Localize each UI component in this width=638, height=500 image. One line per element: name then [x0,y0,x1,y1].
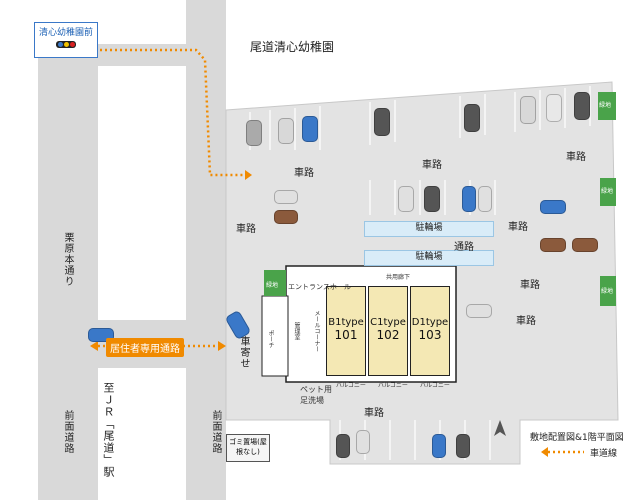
car-white [398,186,414,212]
car-dark [424,186,440,212]
car-white [466,304,492,318]
manager-room-label: 管理室 [293,322,300,340]
car-blue [302,116,318,142]
car-road-label: 車路 [236,224,256,235]
drop-off-label: 車寄せ [238,336,249,369]
porch-label: ポーチ [267,330,274,348]
unit-type: D1type [411,317,449,328]
top-left-label: 清心幼稚園前 [34,22,98,58]
car-road-label: 車路 [422,160,442,171]
common-hall-label: 共用廊下 [386,274,411,281]
balcony-label: バルコニー [336,382,366,389]
front-road-left-label: 前面道路 [62,410,73,454]
car-brown [274,210,298,224]
unit-type: C1type [370,317,406,328]
car-dark [456,434,470,458]
mail-corner-label: メールコーナー [313,310,320,352]
unit-type: B1type [328,317,364,328]
unit-103: D1type 103 [410,286,450,376]
main-road [38,44,98,500]
kindergarten-label: 尾道清心幼稚園 [250,40,335,54]
bike-parking-2: 駐輪場 [364,250,494,266]
station-label: 至ＪＲ「尾道」駅 [102,382,115,478]
unit-number: 102 [376,328,400,342]
greenery-label: 緑地 [601,188,614,195]
car-dark [464,104,480,132]
legend-title: 敷地配置図&1階平面図 [530,433,624,443]
balcony-label: バルコニー [378,382,408,389]
car-road-label: 車路 [566,152,586,163]
car-dark [246,120,262,146]
front-road-right [186,0,226,500]
resident-path-label: 居住者専用通路 [106,338,184,357]
car-white [274,190,298,204]
passage-label: 通路 [454,242,474,253]
traffic-light-icon [56,41,76,48]
greenery-right-1 [600,178,616,206]
car-dark [278,118,294,144]
car-blue [540,200,566,214]
greenery-label: 緑地 [266,282,279,289]
car-white [546,94,562,122]
balcony-label: バルコニー [420,382,450,389]
trash-area: ゴミ置場(屋根なし) [226,434,270,462]
car-blue [462,186,476,212]
car-road-label: 車路 [364,408,384,419]
car-white [356,430,370,454]
front-road-right-label: 前面道路 [210,410,221,454]
car-road-label: 車路 [294,168,314,179]
car-white [520,96,536,124]
car-road-label: 車路 [516,316,536,327]
car-dark [336,434,350,458]
car-blue [432,434,446,458]
legend-item: 車道線 [590,449,618,459]
greenery-top-right [598,92,616,120]
car-road-label: 車路 [508,222,528,233]
pet-wash-label: ペット用足洗場 [300,385,332,405]
unit-number: 101 [334,328,358,342]
car-dark [374,108,390,136]
unit-101: B1type 101 [326,286,366,376]
car-white [478,186,492,212]
unit-number: 103 [418,328,442,342]
top-left-label-text: 清心幼稚園前 [38,28,93,38]
car-road-label: 車路 [520,280,540,291]
main-road-label: 栗原本通り [62,232,73,287]
car-brown [572,238,598,252]
greenery-label: 緑地 [599,102,612,109]
car-brown [540,238,566,252]
trash-label: ゴミ置場(屋根なし) [229,438,267,456]
bike-parking-1: 駐輪場 [364,221,494,237]
car-dark [574,92,590,120]
greenery-left [264,270,286,296]
greenery-label: 緑地 [601,288,614,295]
greenery-right-2 [600,276,616,306]
entrance-hall-label: エントランスホール [288,283,351,291]
unit-102: C1type 102 [368,286,408,376]
